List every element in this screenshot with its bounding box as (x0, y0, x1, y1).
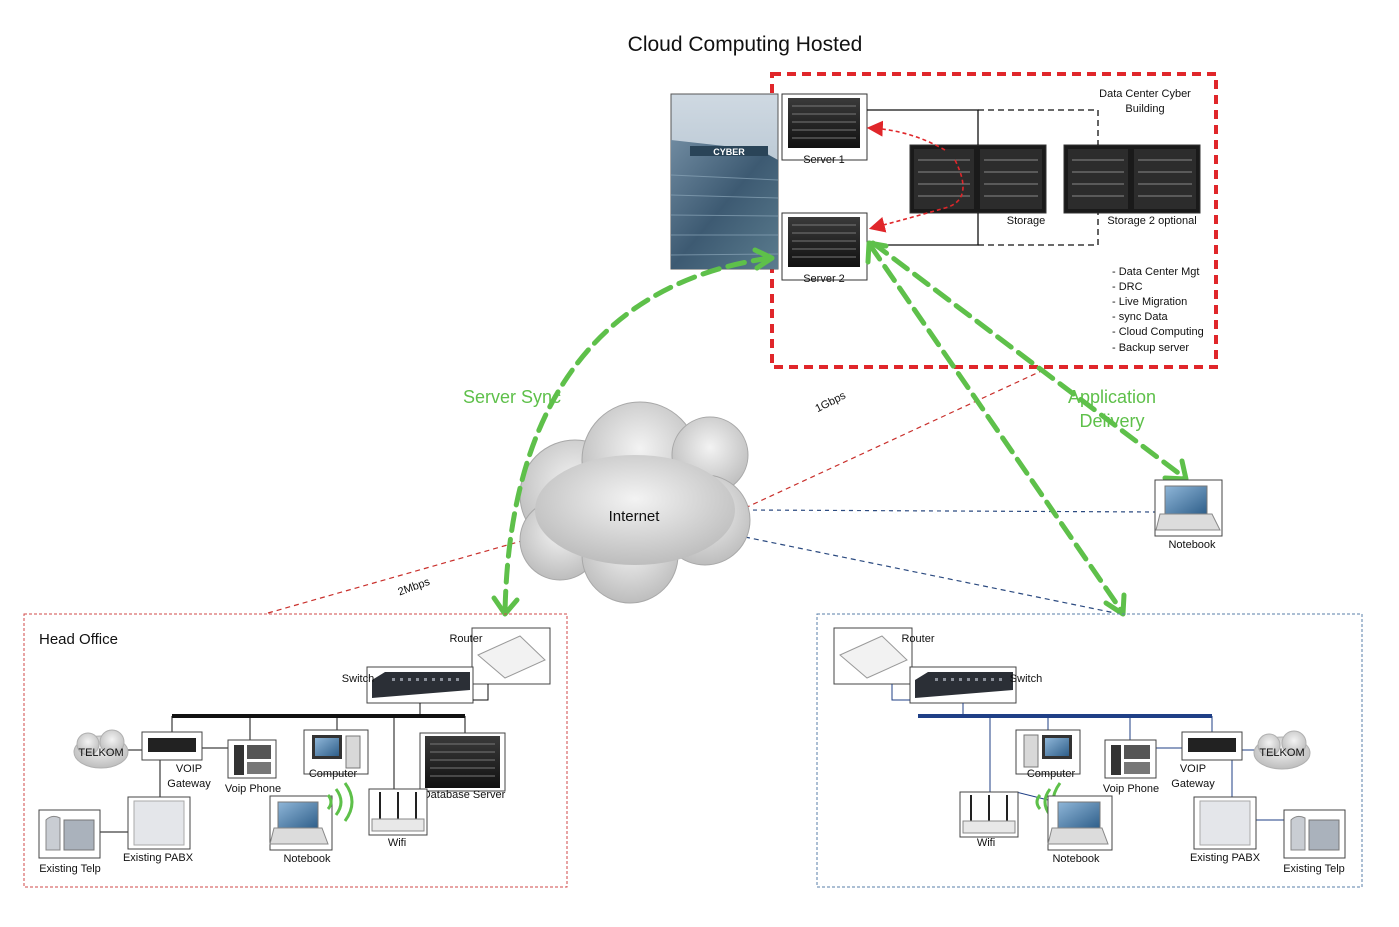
link-internet-branch (744, 536, 1116, 614)
ho-voip-phone[interactable] (227, 739, 277, 779)
ho-notebook-label: Notebook (283, 853, 331, 865)
green-links (502, 240, 1188, 616)
datacenter-label-line1: Data Center Cyber (1099, 88, 1191, 100)
building-sign: CYBER (713, 147, 745, 157)
cyber-building-photo: CYBER (670, 93, 779, 270)
storage-2-label: Storage 2 optional (1107, 215, 1196, 227)
datacenter-feature-list: - Data Center Mgt - DRC - Live Migration… (1112, 266, 1204, 354)
ho-computer[interactable] (303, 729, 369, 775)
diagram-title: Cloud Computing Hosted (628, 33, 863, 56)
storage-label: Storage (1007, 215, 1046, 227)
ho-switch-label: Switch (342, 673, 374, 685)
ho-database-server[interactable] (419, 732, 506, 792)
ho-wifi-signal-icon (326, 782, 354, 822)
green-arrowheads (491, 240, 1189, 617)
br-router[interactable] (833, 627, 913, 685)
br-telkom-cloud (1253, 730, 1311, 770)
svg-text:- Data Center Mgt: - Data Center Mgt (1112, 266, 1199, 278)
ho-voip-gateway[interactable] (141, 731, 203, 761)
br-voip-phone[interactable] (1104, 739, 1157, 779)
migration-arrow-bottom (868, 159, 964, 233)
br-voip-label-2: Gateway (1171, 778, 1215, 790)
br-telkom-label: TELKOM (1259, 747, 1304, 759)
br-notebook-label: Notebook (1052, 853, 1100, 865)
head-office-title: Head Office (39, 631, 118, 648)
br-existing-pabx[interactable] (1193, 796, 1257, 850)
ho-database-server-label: Database Server (423, 789, 506, 801)
svg-text:- Backup server: - Backup server (1112, 342, 1189, 354)
ho-computer-label: Computer (309, 768, 358, 780)
app-delivery-label-line1: Application (1068, 387, 1156, 407)
remote-notebook-label: Notebook (1168, 539, 1216, 551)
ho-voip-phone-label: Voip Phone (225, 783, 281, 795)
datacenter-connections (867, 109, 1099, 246)
link-internet-datacenter (744, 366, 1051, 509)
br-notebook[interactable] (1047, 795, 1113, 851)
internet-cloud (519, 401, 751, 604)
remote-notebook[interactable] (1154, 479, 1223, 537)
ho-existing-telp-label: Existing Telp (39, 863, 101, 875)
ho-telkom-cloud (73, 729, 129, 769)
br-switch-label: Switch (1010, 673, 1042, 685)
branch-boundary (816, 613, 1363, 888)
internet-label: Internet (609, 508, 661, 525)
server-sync-arrow (502, 255, 773, 616)
link-internet-notebook (744, 509, 1156, 513)
svg-text:- DRC: - DRC (1112, 281, 1143, 293)
ho-router[interactable] (471, 627, 551, 685)
br-existing-pabx-label: Existing PABX (1190, 852, 1261, 864)
datacenter-label-line2: Building (1125, 103, 1164, 115)
br-voip-label-1: VOIP (1180, 763, 1206, 775)
br-voip-gateway[interactable] (1181, 731, 1243, 761)
ho-wifi-label: Wifi (388, 837, 406, 849)
br-wifi-router[interactable] (959, 791, 1019, 838)
br-voip-phone-label: Voip Phone (1103, 783, 1159, 795)
app-delivery-notebook-arrow (870, 240, 1188, 481)
server-sync-label: Server Sync (463, 387, 561, 407)
br-existing-telp-label: Existing Telp (1283, 863, 1345, 875)
svg-text:- sync Data: - sync Data (1112, 311, 1169, 323)
br-wiring (891, 684, 1284, 821)
app-delivery-branch-arrow (867, 242, 1126, 616)
ho-existing-telp[interactable] (38, 809, 101, 859)
server-1[interactable] (781, 93, 868, 161)
svg-text:- Live Migration: - Live Migration (1112, 296, 1187, 308)
br-router-label: Router (901, 633, 934, 645)
link-internet-headoffice (267, 539, 526, 614)
storage-rack[interactable] (909, 144, 1047, 214)
ho-wifi-router[interactable] (368, 788, 428, 836)
br-switch[interactable] (909, 666, 1017, 704)
svg-text:- Cloud Computing: - Cloud Computing (1112, 326, 1204, 338)
migration-arrow-top (866, 120, 946, 151)
ho-router-label: Router (449, 633, 482, 645)
app-delivery-label-line2: Delivery (1079, 411, 1144, 431)
ho-notebook[interactable] (269, 795, 333, 851)
speed-1gbps-label: 1Gbps (813, 389, 848, 415)
ho-switch[interactable] (366, 666, 474, 704)
br-wifi-label: Wifi (977, 837, 995, 849)
storage-2-rack[interactable] (1063, 144, 1201, 214)
head-office-boundary (23, 613, 568, 888)
speed-2mbps-label: 2Mbps (396, 576, 432, 599)
server-2-label: Server 2 (803, 273, 845, 285)
ho-existing-pabx[interactable] (127, 796, 191, 850)
server-2[interactable] (781, 212, 868, 281)
server-1-label: Server 1 (803, 154, 845, 166)
ho-voip-label-1: VOIP (176, 763, 202, 775)
ho-voip-label-2: Gateway (167, 778, 211, 790)
br-computer[interactable] (1015, 729, 1081, 775)
br-existing-telp[interactable] (1283, 809, 1346, 859)
ho-telkom-label: TELKOM (78, 747, 123, 759)
ho-existing-pabx-label: Existing PABX (123, 852, 194, 864)
br-computer-label: Computer (1027, 768, 1076, 780)
